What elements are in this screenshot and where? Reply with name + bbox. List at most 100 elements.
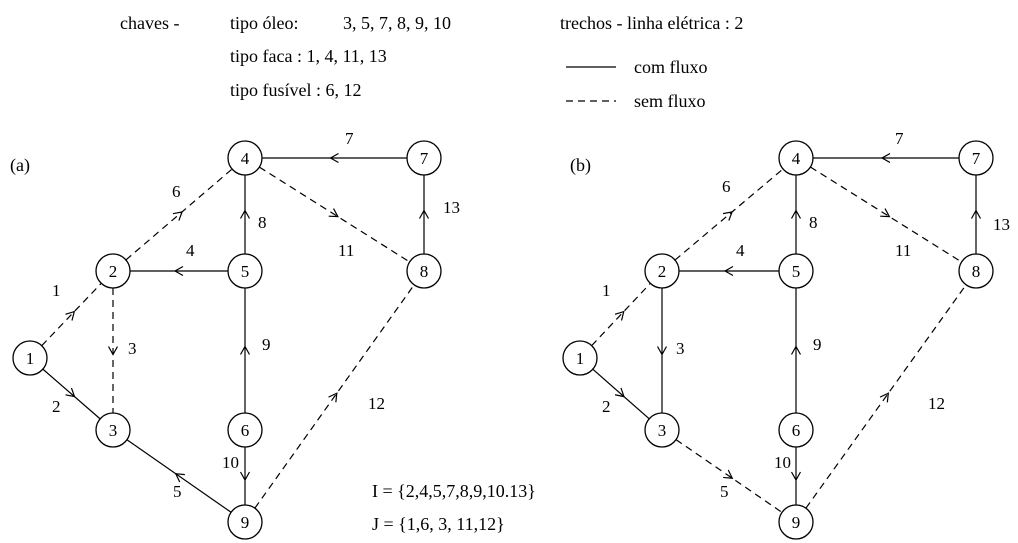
graph-a-node-label-6: 6 [241,421,250,440]
graph-b-edge-label-5: 5 [720,482,729,501]
graph-a-edge-1 [41,282,102,347]
graph-a-edge-arrow-4 [173,265,184,277]
graph-b-edge-label-12: 12 [928,394,945,413]
graph-b-node-6 [778,412,814,448]
graph-a-edge-11 [259,166,410,263]
graph-a-edge-2 [42,368,101,420]
legend-trechos: trechos - linha elétrica : 2 [560,13,744,33]
graph-b-edge-arrow-8 [790,209,802,219]
graph-b-edge-11 [810,166,962,263]
graph-b-node-label-9: 9 [792,513,801,532]
legend-sem-fluxo: sem fluxo [634,91,706,111]
graph-b-edge-arrow-4 [723,265,734,277]
graph-b-node-label-1: 1 [576,349,585,368]
graph-a-node-label-3: 3 [109,421,118,440]
graph-a-edge-label-10: 10 [222,453,239,472]
set-i: I = {2,4,5,7,8,9,10.13} [372,481,536,501]
graph-b-edge-12 [805,284,967,509]
legend-tipo-oleo-label: tipo óleo: [230,13,299,33]
graph-a-edge-label-4: 4 [186,241,195,260]
graph-a-edge-arrow-8 [239,209,251,219]
graph-a-edge-label-8: 8 [258,213,267,232]
graph-a-edge-arrow-10 [239,471,251,482]
graph-b-edge-arrow-3 [656,346,668,356]
graph-b-edge-arrow-12 [879,392,890,403]
graph-a-edge-12 [254,284,415,509]
graph-b-edge-arrow-10 [790,471,802,482]
set-j: J = {1,6, 3, 11,12} [372,514,505,534]
graph-b-edge-5 [675,439,783,513]
graph-a-edge-label-13: 13 [443,198,460,217]
graph-a-edge-arrow-11 [328,208,339,218]
graph-b-edge-1 [591,282,651,347]
graph-a-node-4 [227,140,263,176]
graph-b-node-9 [778,504,814,540]
graph-a-edge-label-2: 2 [52,397,61,416]
legend-tipo-oleo-values: 3, 5, 7, 8, 9, 10 [343,13,451,33]
graph-b-edge-label-7: 7 [895,129,904,148]
graph-b-node-label-8: 8 [972,262,981,281]
graph-b-edge-arrow-7 [880,152,891,164]
graph-a-edge-arrow-2 [65,387,76,398]
graph-a-node-8 [406,253,442,289]
graph-b-edge-label-13: 13 [993,215,1010,234]
graph-b-node-2 [644,253,680,289]
graph-a-edge-label-11: 11 [338,241,354,260]
graph-b-node-8 [958,253,994,289]
graph-a-edge-label-6: 6 [172,182,181,201]
graph-a-edge-label-5: 5 [173,482,182,501]
graph-a-edge-arrow-12 [328,392,338,403]
graph-a-node-2 [95,253,131,289]
graph-b-node-3 [644,412,680,448]
graph-a-node-6 [227,412,263,448]
graph-a-node-7 [406,140,442,176]
graph-b-edge-arrow-11 [880,208,891,218]
graph-a-node-label-4: 4 [241,149,250,168]
graph-a-edge-arrow-3 [107,346,119,356]
graph-b-edge-label-9: 9 [813,335,822,354]
graph-b-edge-label-2: 2 [602,397,611,416]
graph-b-edge-arrow-9 [790,345,802,355]
graph-a-node-label-8: 8 [420,262,429,281]
panel-b-label: (b) [570,155,591,175]
graph-a-node-label-2: 2 [109,262,118,281]
legend-tipo-faca: tipo faca : 1, 4, 11, 13 [230,46,387,66]
graph-b-edge-arrow-13 [970,209,982,219]
graph-a-node-label-1: 1 [26,349,35,368]
graph-a-edge-label-12: 12 [368,394,385,413]
legend-chaves: chaves - [120,13,180,33]
graph-b-edge-2 [592,368,650,420]
graph-a-edge-arrow-5 [174,473,185,483]
graph-a-node-label-7: 7 [420,149,429,168]
graph-b-edge-label-8: 8 [809,213,818,232]
graph-a-node-label-9: 9 [241,513,250,532]
graph-b-edge-label-3: 3 [676,339,685,358]
graph-a-edge-arrow-7 [329,152,339,164]
graph-b-node-5 [778,253,814,289]
graph-a-edge-label-1: 1 [52,281,61,300]
graph-a-node-label-5: 5 [241,262,250,281]
graph-b-node-7 [958,140,994,176]
graph-a-edge-arrow-9 [239,345,251,355]
graph-b-node-label-3: 3 [658,421,667,440]
graph-b-node-1 [562,340,598,376]
legend-com-fluxo: com fluxo [634,57,708,77]
graph-b-node-label-2: 2 [658,262,667,281]
graph-a-node-3 [95,412,131,448]
graph-b-edge-label-11: 11 [895,241,911,260]
graph-b-node-label-4: 4 [792,149,801,168]
legend-tipo-fusivel: tipo fusível : 6, 12 [230,80,362,100]
graph-b-edge-label-10: 10 [774,453,791,472]
graph-b-edge-arrow-6 [722,211,733,221]
graph-a-node-5 [227,253,263,289]
graph-b-node-label-6: 6 [792,421,801,440]
graph-a-node-1 [12,340,48,376]
graph-b-node-4 [778,140,814,176]
graph-a-edge-5 [126,439,232,513]
graph-a-edge-arrow-1 [65,310,76,321]
graph-a-edge-label-7: 7 [345,129,354,148]
graph-a-edge-label-9: 9 [262,335,271,354]
